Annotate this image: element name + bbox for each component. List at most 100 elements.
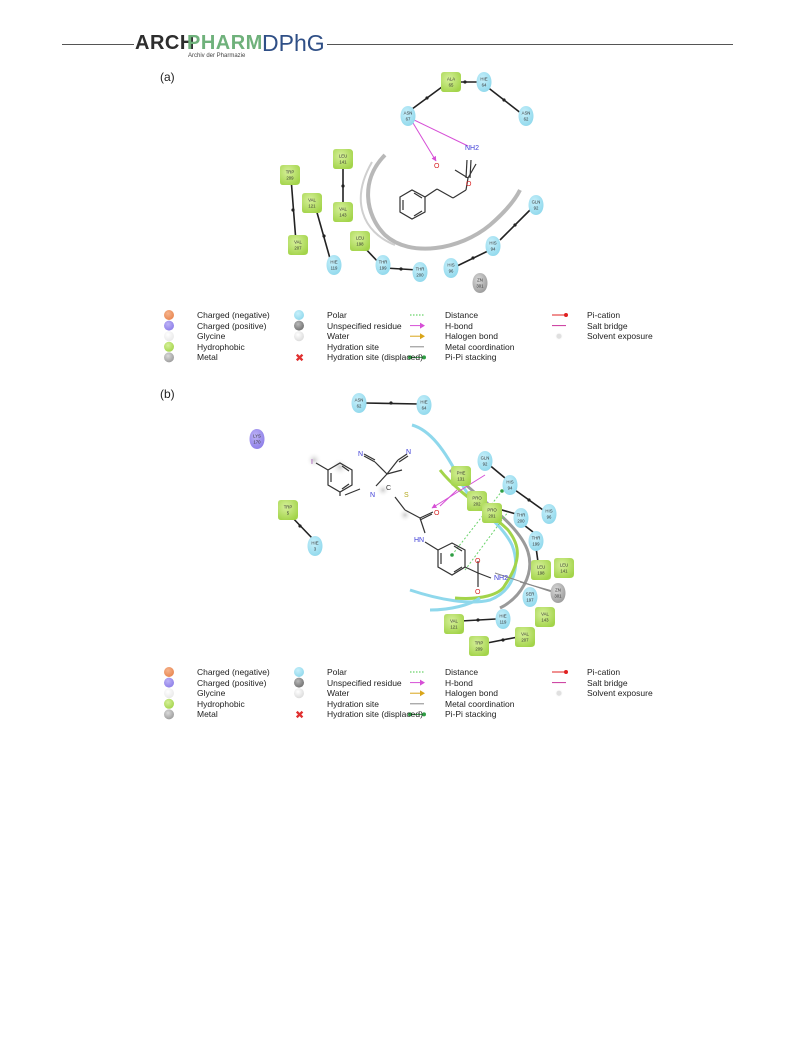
legend-label: Glycine bbox=[197, 688, 226, 699]
residue-name: HIE bbox=[480, 77, 487, 82]
residue-name: TRP bbox=[475, 641, 484, 646]
legend-label: Water bbox=[327, 688, 350, 699]
legend-symbol-charged-positive bbox=[164, 677, 174, 688]
residue-name: HIE bbox=[311, 541, 318, 546]
legend-symbol-water bbox=[294, 331, 304, 342]
ligand-b bbox=[315, 453, 492, 587]
residue-number: 207 bbox=[521, 638, 529, 643]
legend-label: Salt bridge bbox=[587, 320, 628, 331]
legend-label: Metal coordination bbox=[445, 341, 515, 352]
backbone-arrows bbox=[291, 80, 517, 271]
residue-name: VAL bbox=[339, 207, 347, 212]
residue-name: HIE bbox=[420, 400, 427, 405]
legend-symbol-pication bbox=[552, 670, 568, 674]
legend-label: Pi-cation bbox=[587, 310, 621, 320]
atom-nh2: NH2 bbox=[494, 575, 508, 582]
residue-number: 121 bbox=[308, 204, 316, 209]
atom-n-amine: N bbox=[370, 492, 375, 499]
legend-symbol-charged-positive bbox=[164, 320, 174, 331]
atom-iodo: I bbox=[311, 459, 313, 466]
atom-n: N bbox=[358, 451, 363, 458]
atom-n: N bbox=[406, 449, 411, 456]
hbond-line bbox=[439, 489, 458, 507]
residue-name: GLN bbox=[481, 456, 490, 461]
legend-label: Unspecified residue bbox=[327, 320, 402, 331]
legend-label: Halogen bond bbox=[445, 688, 498, 699]
residue-number: 141 bbox=[560, 569, 568, 574]
legend-symbol-halogen bbox=[410, 690, 425, 697]
residue-name: LEU bbox=[339, 154, 347, 159]
pocket-contour bbox=[409, 423, 517, 604]
residue-number: 94 bbox=[508, 486, 513, 491]
legend-label: Salt bridge bbox=[587, 677, 628, 688]
residue-number: 198 bbox=[356, 242, 364, 247]
residue-name: TRP bbox=[284, 505, 293, 510]
residue-number: 198 bbox=[537, 571, 545, 576]
legend-label: Pi-Pi stacking bbox=[445, 709, 497, 720]
residue-name: THR bbox=[416, 267, 425, 272]
legend-label: Hydrophobic bbox=[197, 341, 245, 352]
residue-number: 62 bbox=[357, 404, 362, 409]
legend-symbol-pipi bbox=[408, 355, 426, 360]
legend-symbol-metal bbox=[164, 709, 174, 720]
residue-number: 64 bbox=[482, 83, 487, 88]
metal-coord-line bbox=[519, 581, 557, 593]
hbond-line bbox=[409, 117, 469, 147]
residue-number: 5 bbox=[287, 511, 290, 516]
residue-name: LEU bbox=[537, 565, 545, 570]
legend-label: Metal bbox=[197, 709, 218, 720]
hbond-line bbox=[409, 117, 437, 162]
legend-label: Halogen bond bbox=[445, 331, 498, 342]
residue-number: 199 bbox=[532, 542, 540, 547]
residue-name: GLN bbox=[532, 200, 541, 205]
legend-label: Charged (positive) bbox=[197, 677, 267, 688]
residue-name: ASN bbox=[404, 111, 413, 116]
residue-name: HIS bbox=[545, 509, 552, 514]
legend-label: Hydration site bbox=[327, 698, 379, 709]
legend-symbol-unspecified bbox=[294, 320, 304, 331]
panel-a-label: (a) bbox=[160, 70, 175, 84]
residue-number: 143 bbox=[541, 618, 549, 623]
legend-label: Hydrophobic bbox=[197, 698, 245, 709]
residue-name: THR bbox=[532, 536, 541, 541]
atom-o-ester: O bbox=[466, 181, 472, 188]
residue-number: 67 bbox=[406, 117, 411, 122]
legend-symbol-charged-negative bbox=[164, 310, 174, 320]
ligand-a bbox=[399, 159, 477, 220]
atom-o-sulfonyl: O bbox=[475, 558, 481, 565]
residue-name: THR bbox=[379, 260, 388, 265]
residue-number: 143 bbox=[339, 213, 347, 218]
legend-symbol-solvent bbox=[554, 331, 564, 341]
residue-number: 141 bbox=[339, 160, 347, 165]
residue-number: 131 bbox=[457, 477, 465, 482]
legend-symbol-hydrophobic bbox=[164, 698, 174, 709]
legend-symbol-hydrophobic bbox=[164, 341, 174, 352]
pocket-contour bbox=[429, 596, 481, 612]
legend-label: Distance bbox=[445, 310, 479, 320]
legend-symbol-metal bbox=[164, 352, 174, 363]
legend-symbol-pication bbox=[552, 313, 568, 317]
residue-number: 92 bbox=[534, 206, 539, 211]
residue-name: THR bbox=[517, 513, 526, 518]
legend-label: Distance bbox=[445, 667, 479, 677]
legend-label: Metal bbox=[197, 352, 218, 363]
legend-symbol-unspecified bbox=[294, 677, 304, 688]
legend-label: Hydration site (displaced) bbox=[327, 709, 423, 720]
legend-symbol-polar bbox=[294, 310, 304, 320]
legend-label: H-bond bbox=[445, 677, 473, 688]
legend-label: Glycine bbox=[197, 331, 226, 342]
